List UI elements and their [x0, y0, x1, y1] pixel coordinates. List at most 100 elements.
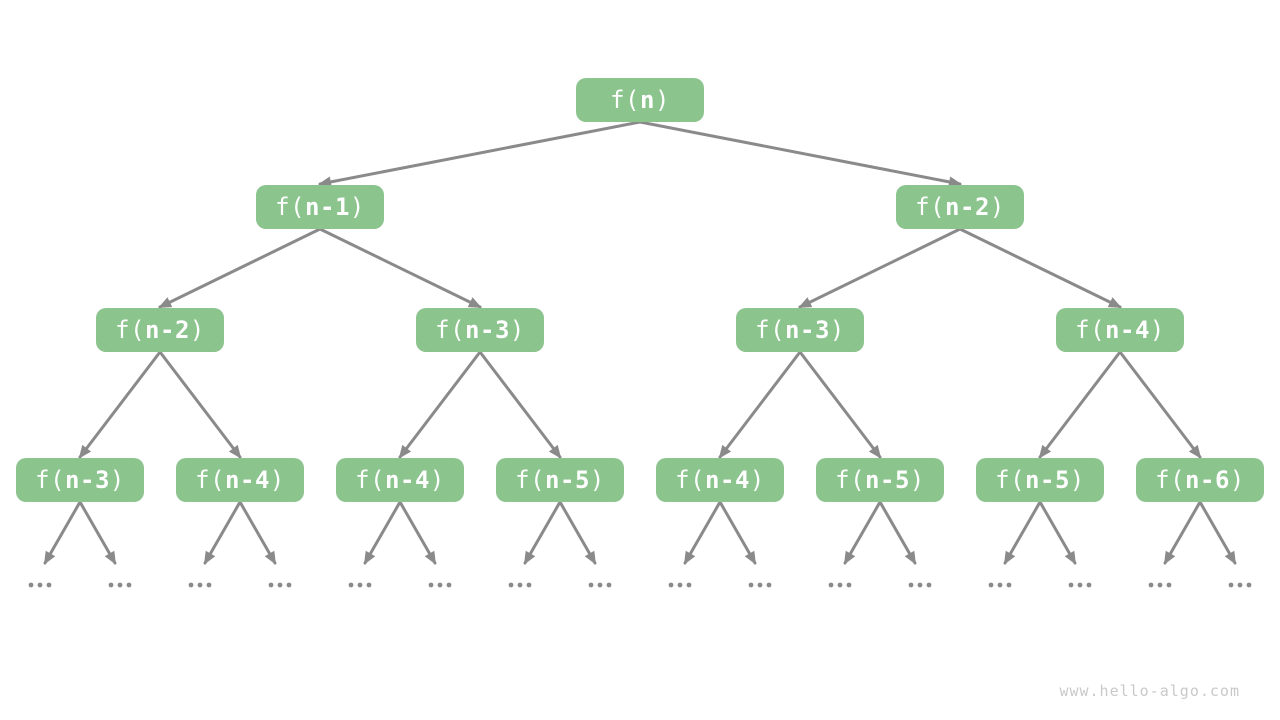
edges-layer	[43, 120, 1237, 565]
edge-arrow	[718, 500, 757, 565]
ellipsis	[188, 582, 212, 588]
edge-arrow	[958, 227, 1122, 309]
tree-node: f(n-5)	[816, 458, 944, 502]
edge-arrow	[1003, 500, 1042, 565]
ellipsis-dot	[908, 582, 914, 588]
edge-arrow	[843, 500, 882, 565]
ellipsis-dot	[37, 582, 43, 588]
edge-arrow	[158, 350, 242, 459]
edge-arrow	[718, 350, 802, 459]
ellipsis-dot	[517, 582, 523, 588]
ellipsis	[268, 582, 292, 588]
tree-node: f(n-4)	[336, 458, 464, 502]
ellipsis-dot	[1166, 582, 1172, 588]
edge-arrow	[398, 500, 437, 565]
node-label: f(n-3)	[755, 316, 845, 344]
edge-arrow	[318, 227, 482, 309]
node-label: f(n-2)	[915, 193, 1005, 221]
ellipsis-dot	[748, 582, 754, 588]
ellipsis	[1148, 582, 1172, 588]
edge-arrow	[363, 500, 402, 565]
ellipsis	[668, 582, 692, 588]
ellipsis-dot	[677, 582, 683, 588]
ellipsis-dot	[1148, 582, 1154, 588]
ellipsis-dot	[846, 582, 852, 588]
tree-node: f(n-2)	[96, 308, 224, 352]
ellipsis-dot	[757, 582, 763, 588]
ellipsis-dot	[366, 582, 372, 588]
ellipsis-dot	[997, 582, 1003, 588]
tree-node: f(n-5)	[496, 458, 624, 502]
ellipsis-dot	[837, 582, 843, 588]
ellipsis-dot	[606, 582, 612, 588]
ellipsis	[828, 582, 852, 588]
edge-arrow	[78, 500, 117, 565]
ellipsis-dot	[277, 582, 283, 588]
ellipsis-dot	[1077, 582, 1083, 588]
ellipsis-dot	[588, 582, 594, 588]
edge-arrow	[203, 500, 242, 565]
ellipsis-dot	[286, 582, 292, 588]
node-label: f(n-6)	[1155, 466, 1245, 494]
tree-node: f(n-3)	[416, 308, 544, 352]
tree-node: f(n-4)	[176, 458, 304, 502]
ellipsis-dot	[108, 582, 114, 588]
edge-arrow	[878, 500, 917, 565]
watermark: www.hello-algo.com	[1059, 682, 1240, 700]
ellipsis-layer	[28, 582, 1252, 588]
edge-arrow	[318, 120, 642, 188]
edge-arrow	[638, 120, 962, 188]
ellipsis	[108, 582, 132, 588]
ellipsis-dot	[1086, 582, 1092, 588]
node-label: f(n-5)	[515, 466, 605, 494]
ellipsis-dot	[1237, 582, 1243, 588]
edge-arrow	[683, 500, 722, 565]
ellipsis-dot	[348, 582, 354, 588]
ellipsis-dot	[988, 582, 994, 588]
node-label: f(n-1)	[275, 193, 365, 221]
ellipsis-dot	[917, 582, 923, 588]
node-label: f(n-4)	[195, 466, 285, 494]
ellipsis-dot	[126, 582, 132, 588]
node-label: f(n-3)	[35, 466, 125, 494]
ellipsis-dot	[446, 582, 452, 588]
edge-arrow	[1038, 500, 1077, 565]
edge-arrow	[398, 350, 482, 459]
edge-arrow	[1163, 500, 1202, 565]
edge-arrow	[158, 227, 322, 309]
node-label: f(n-5)	[835, 466, 925, 494]
edge-arrow	[478, 350, 562, 459]
tree-node: f(n-1)	[256, 185, 384, 229]
ellipsis	[348, 582, 372, 588]
node-label: f(n-4)	[355, 466, 445, 494]
ellipsis	[748, 582, 772, 588]
ellipsis-dot	[268, 582, 274, 588]
ellipsis-dot	[828, 582, 834, 588]
tree-node: f(n)	[576, 78, 704, 122]
edge-arrow	[1198, 500, 1237, 565]
ellipsis-dot	[1006, 582, 1012, 588]
node-label: f(n-4)	[1075, 316, 1165, 344]
ellipsis	[1228, 582, 1252, 588]
tree-node: f(n-4)	[1056, 308, 1184, 352]
ellipsis	[588, 582, 612, 588]
ellipsis-dot	[668, 582, 674, 588]
ellipsis-dot	[197, 582, 203, 588]
ellipsis-dot	[766, 582, 772, 588]
node-label: f(n-5)	[995, 466, 1085, 494]
ellipsis	[1068, 582, 1092, 588]
tree-node: f(n-6)	[1136, 458, 1264, 502]
ellipsis-dot	[1157, 582, 1163, 588]
ellipsis	[988, 582, 1012, 588]
ellipsis-dot	[1246, 582, 1252, 588]
ellipsis-dot	[686, 582, 692, 588]
ellipsis-dot	[526, 582, 532, 588]
edge-arrow	[238, 500, 277, 565]
node-label: f(n)	[610, 86, 670, 114]
ellipsis	[428, 582, 452, 588]
ellipsis-dot	[46, 582, 52, 588]
edge-arrow	[1118, 350, 1202, 459]
edge-arrow	[78, 350, 162, 459]
